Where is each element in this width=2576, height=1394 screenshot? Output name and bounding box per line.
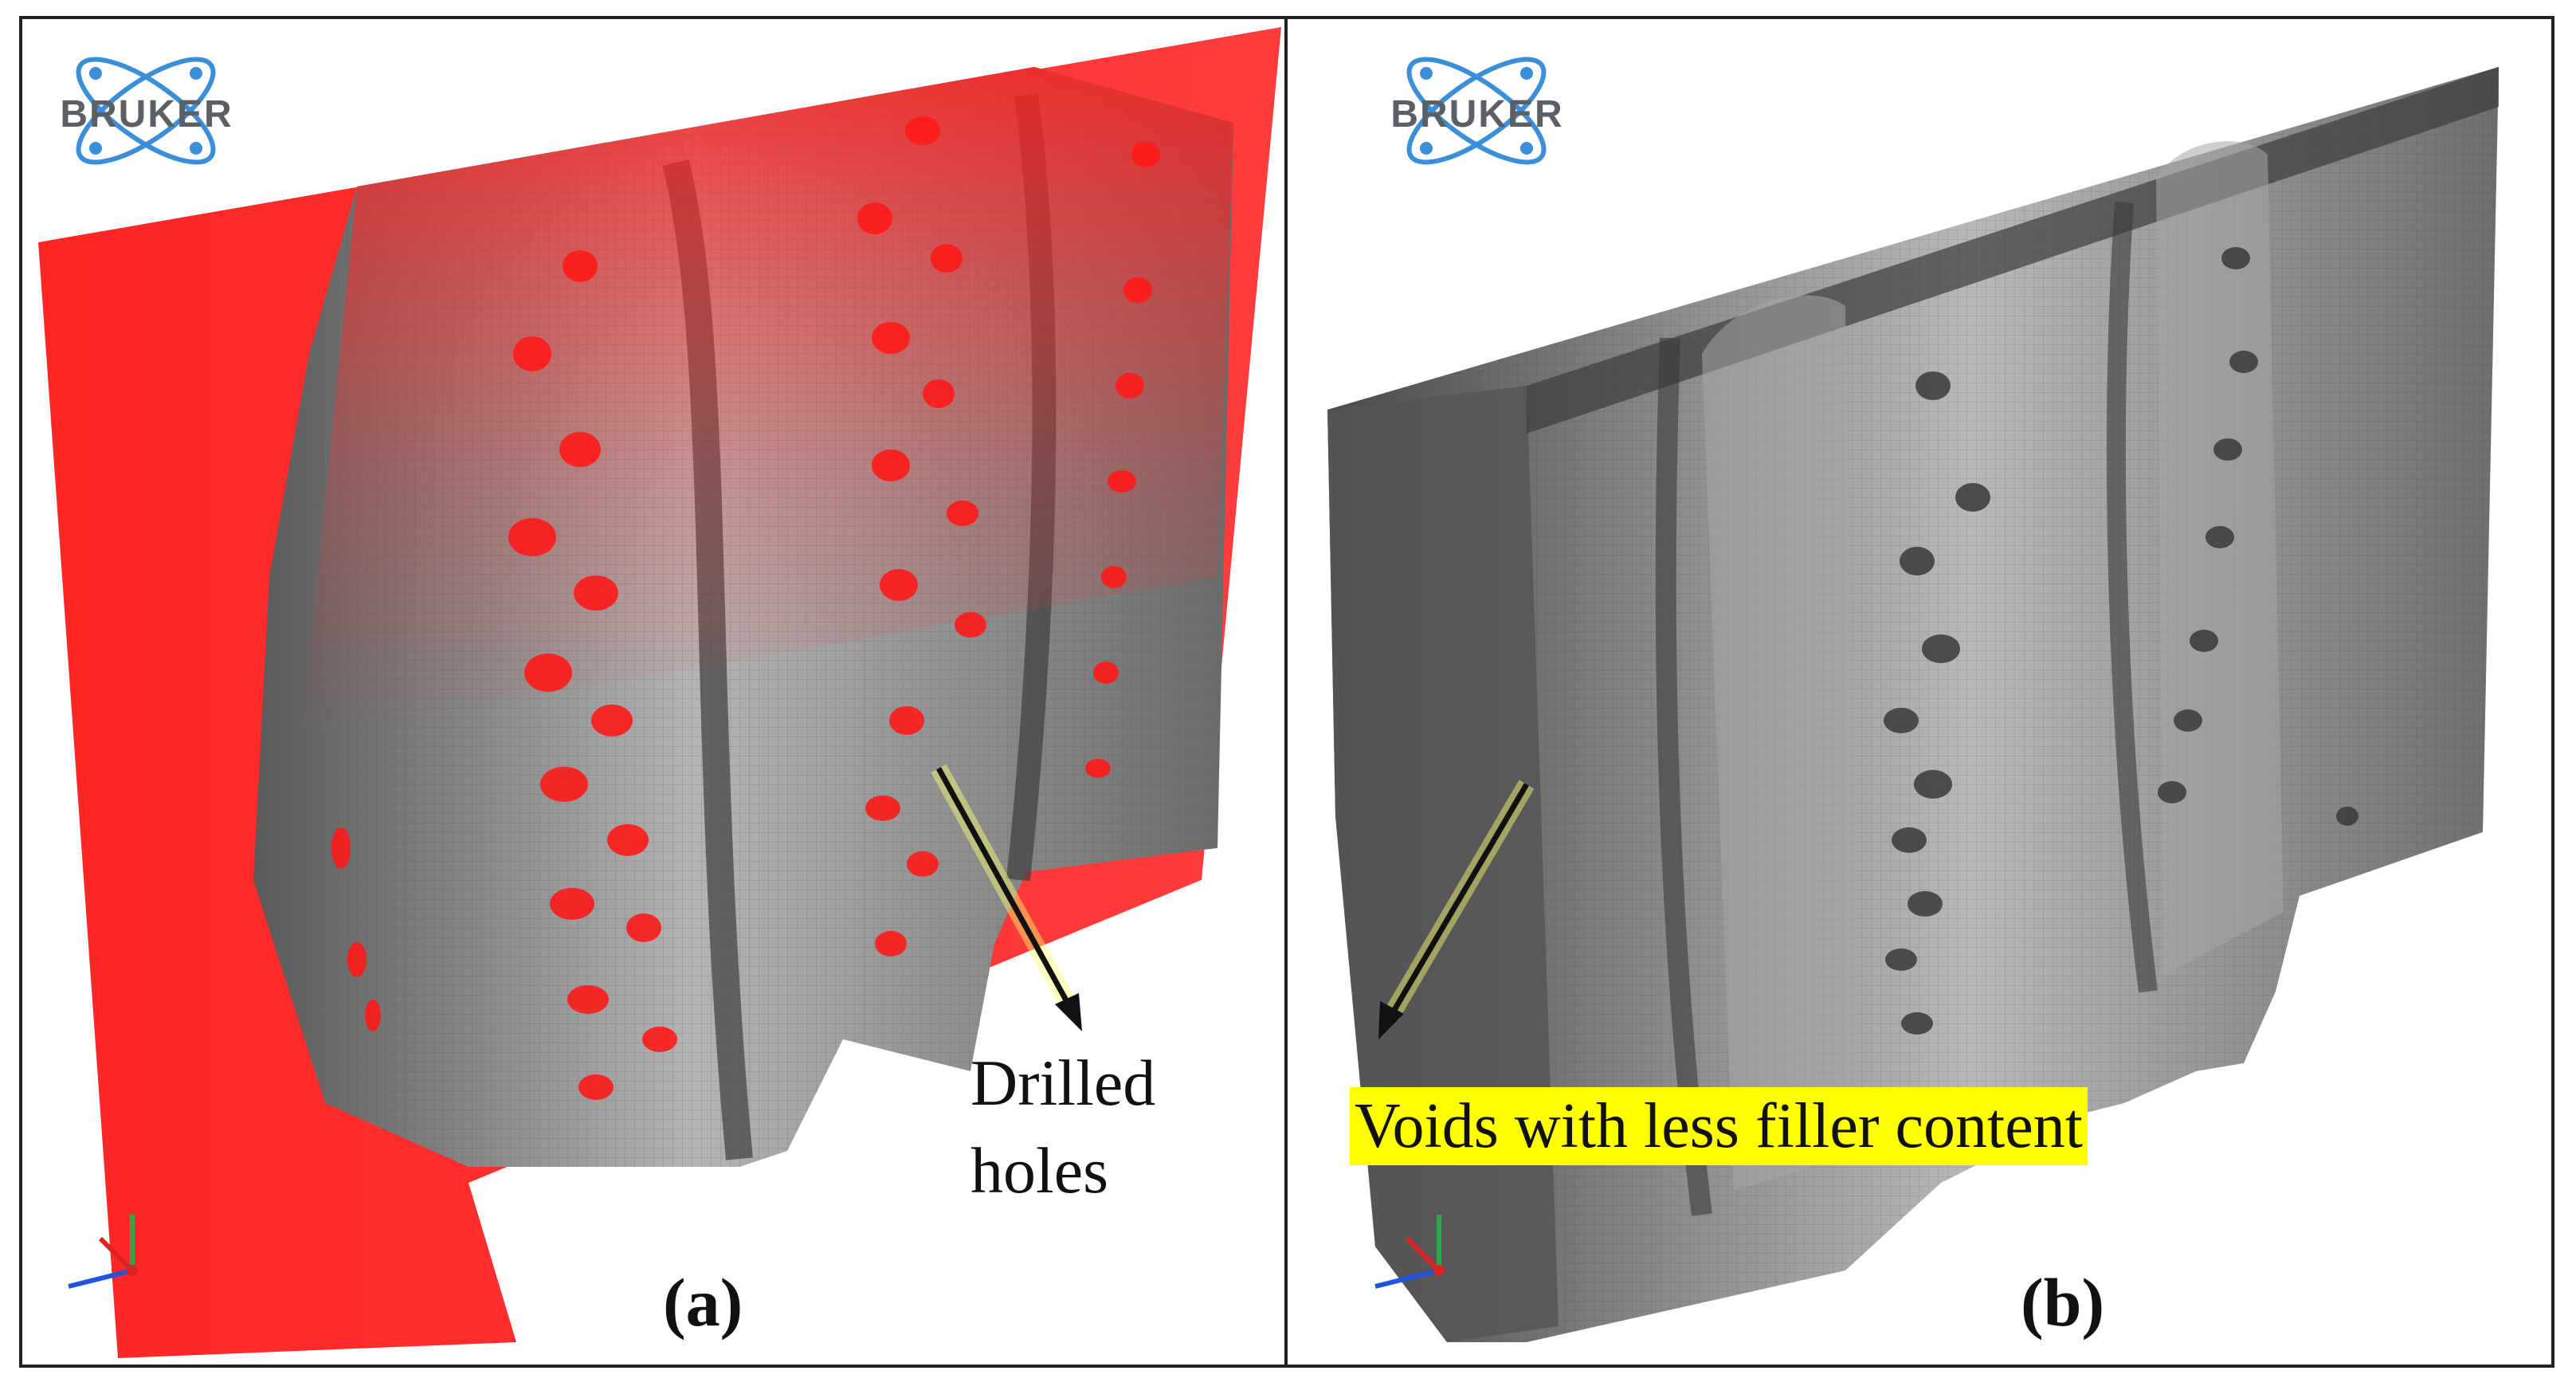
bruker-logo-text: BRUKER xyxy=(1390,93,1564,135)
panel-b: BRUKER (b) Voids with less filler conten… xyxy=(1288,19,2551,1365)
bruker-logo-text: BRUKER xyxy=(60,93,233,135)
ct-render-grayscale xyxy=(1327,67,2499,1342)
panel-a: BRUKER (a) Drilled holes xyxy=(22,19,1284,1365)
bruker-logo-icon: BRUKER xyxy=(46,51,245,171)
panel-label-b: (b) xyxy=(2021,1264,2105,1341)
axis-triad-icon xyxy=(61,1199,164,1302)
axis-triad-icon xyxy=(1367,1199,1471,1302)
ct-render-red-overlay xyxy=(38,27,1281,1358)
drilled-holes-annotation: Drilled holes xyxy=(970,1039,1155,1215)
panel-label-a: (a) xyxy=(663,1264,743,1341)
bruker-logo-icon: BRUKER xyxy=(1377,51,1576,171)
panel-divider xyxy=(1284,16,1288,1368)
annotation-line: Drilled xyxy=(970,1046,1156,1119)
voids-annotation: Voids with less filler content xyxy=(1350,1087,2088,1165)
annotation-line: holes xyxy=(970,1134,1109,1207)
